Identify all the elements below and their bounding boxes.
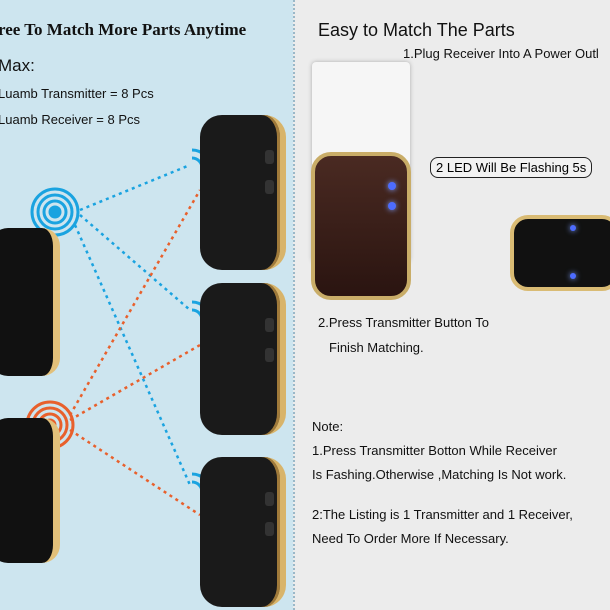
receiver-device	[200, 115, 286, 270]
led-icon	[570, 225, 576, 231]
blue-link	[73, 224, 192, 486]
note2-line1: 2:The Listing is 1 Transmitter and 1 Rec…	[312, 507, 573, 522]
transmitter-in-hand	[510, 215, 610, 291]
transmitter-count: Luamb Transmitter = 8 Pcs	[0, 86, 154, 101]
transmitter-device	[0, 228, 60, 376]
transmitter-device	[0, 418, 60, 563]
receiver-device	[200, 457, 286, 607]
led-icon	[570, 273, 576, 279]
receiver-device	[200, 283, 286, 435]
note1-line2: Is Fashing.Otherwise ,Matching Is Not wo…	[312, 467, 567, 482]
divider	[293, 0, 295, 610]
blue-link	[79, 214, 191, 311]
receiver-plugged	[311, 152, 411, 300]
right-title: Easy to Match The Parts	[318, 20, 515, 40]
max-label: Max:	[0, 56, 35, 75]
receiver-count: Luamb Receiver = 8 Pcs	[0, 112, 140, 127]
orange-link	[69, 428, 201, 517]
note1-line1: 1.Press Transmitter Botton While Receive…	[312, 443, 557, 458]
note2-line2: Need To Order More If Necessary.	[312, 531, 509, 546]
left-title: ree To Match More Parts Anytime	[0, 20, 247, 39]
step2-line2: Finish Matching.	[329, 340, 424, 355]
blue-link	[79, 163, 191, 212]
led-icon	[388, 202, 396, 210]
step2-line1: 2.Press Transmitter Button To	[318, 315, 489, 330]
step1-text: 1.Plug Receiver Into A Power Outl	[403, 46, 599, 61]
led-icon	[388, 182, 396, 190]
led-callout: 2 LED Will Be Flashing 5s	[430, 157, 593, 178]
orange-link	[68, 189, 202, 416]
note-label: Note:	[312, 419, 344, 434]
